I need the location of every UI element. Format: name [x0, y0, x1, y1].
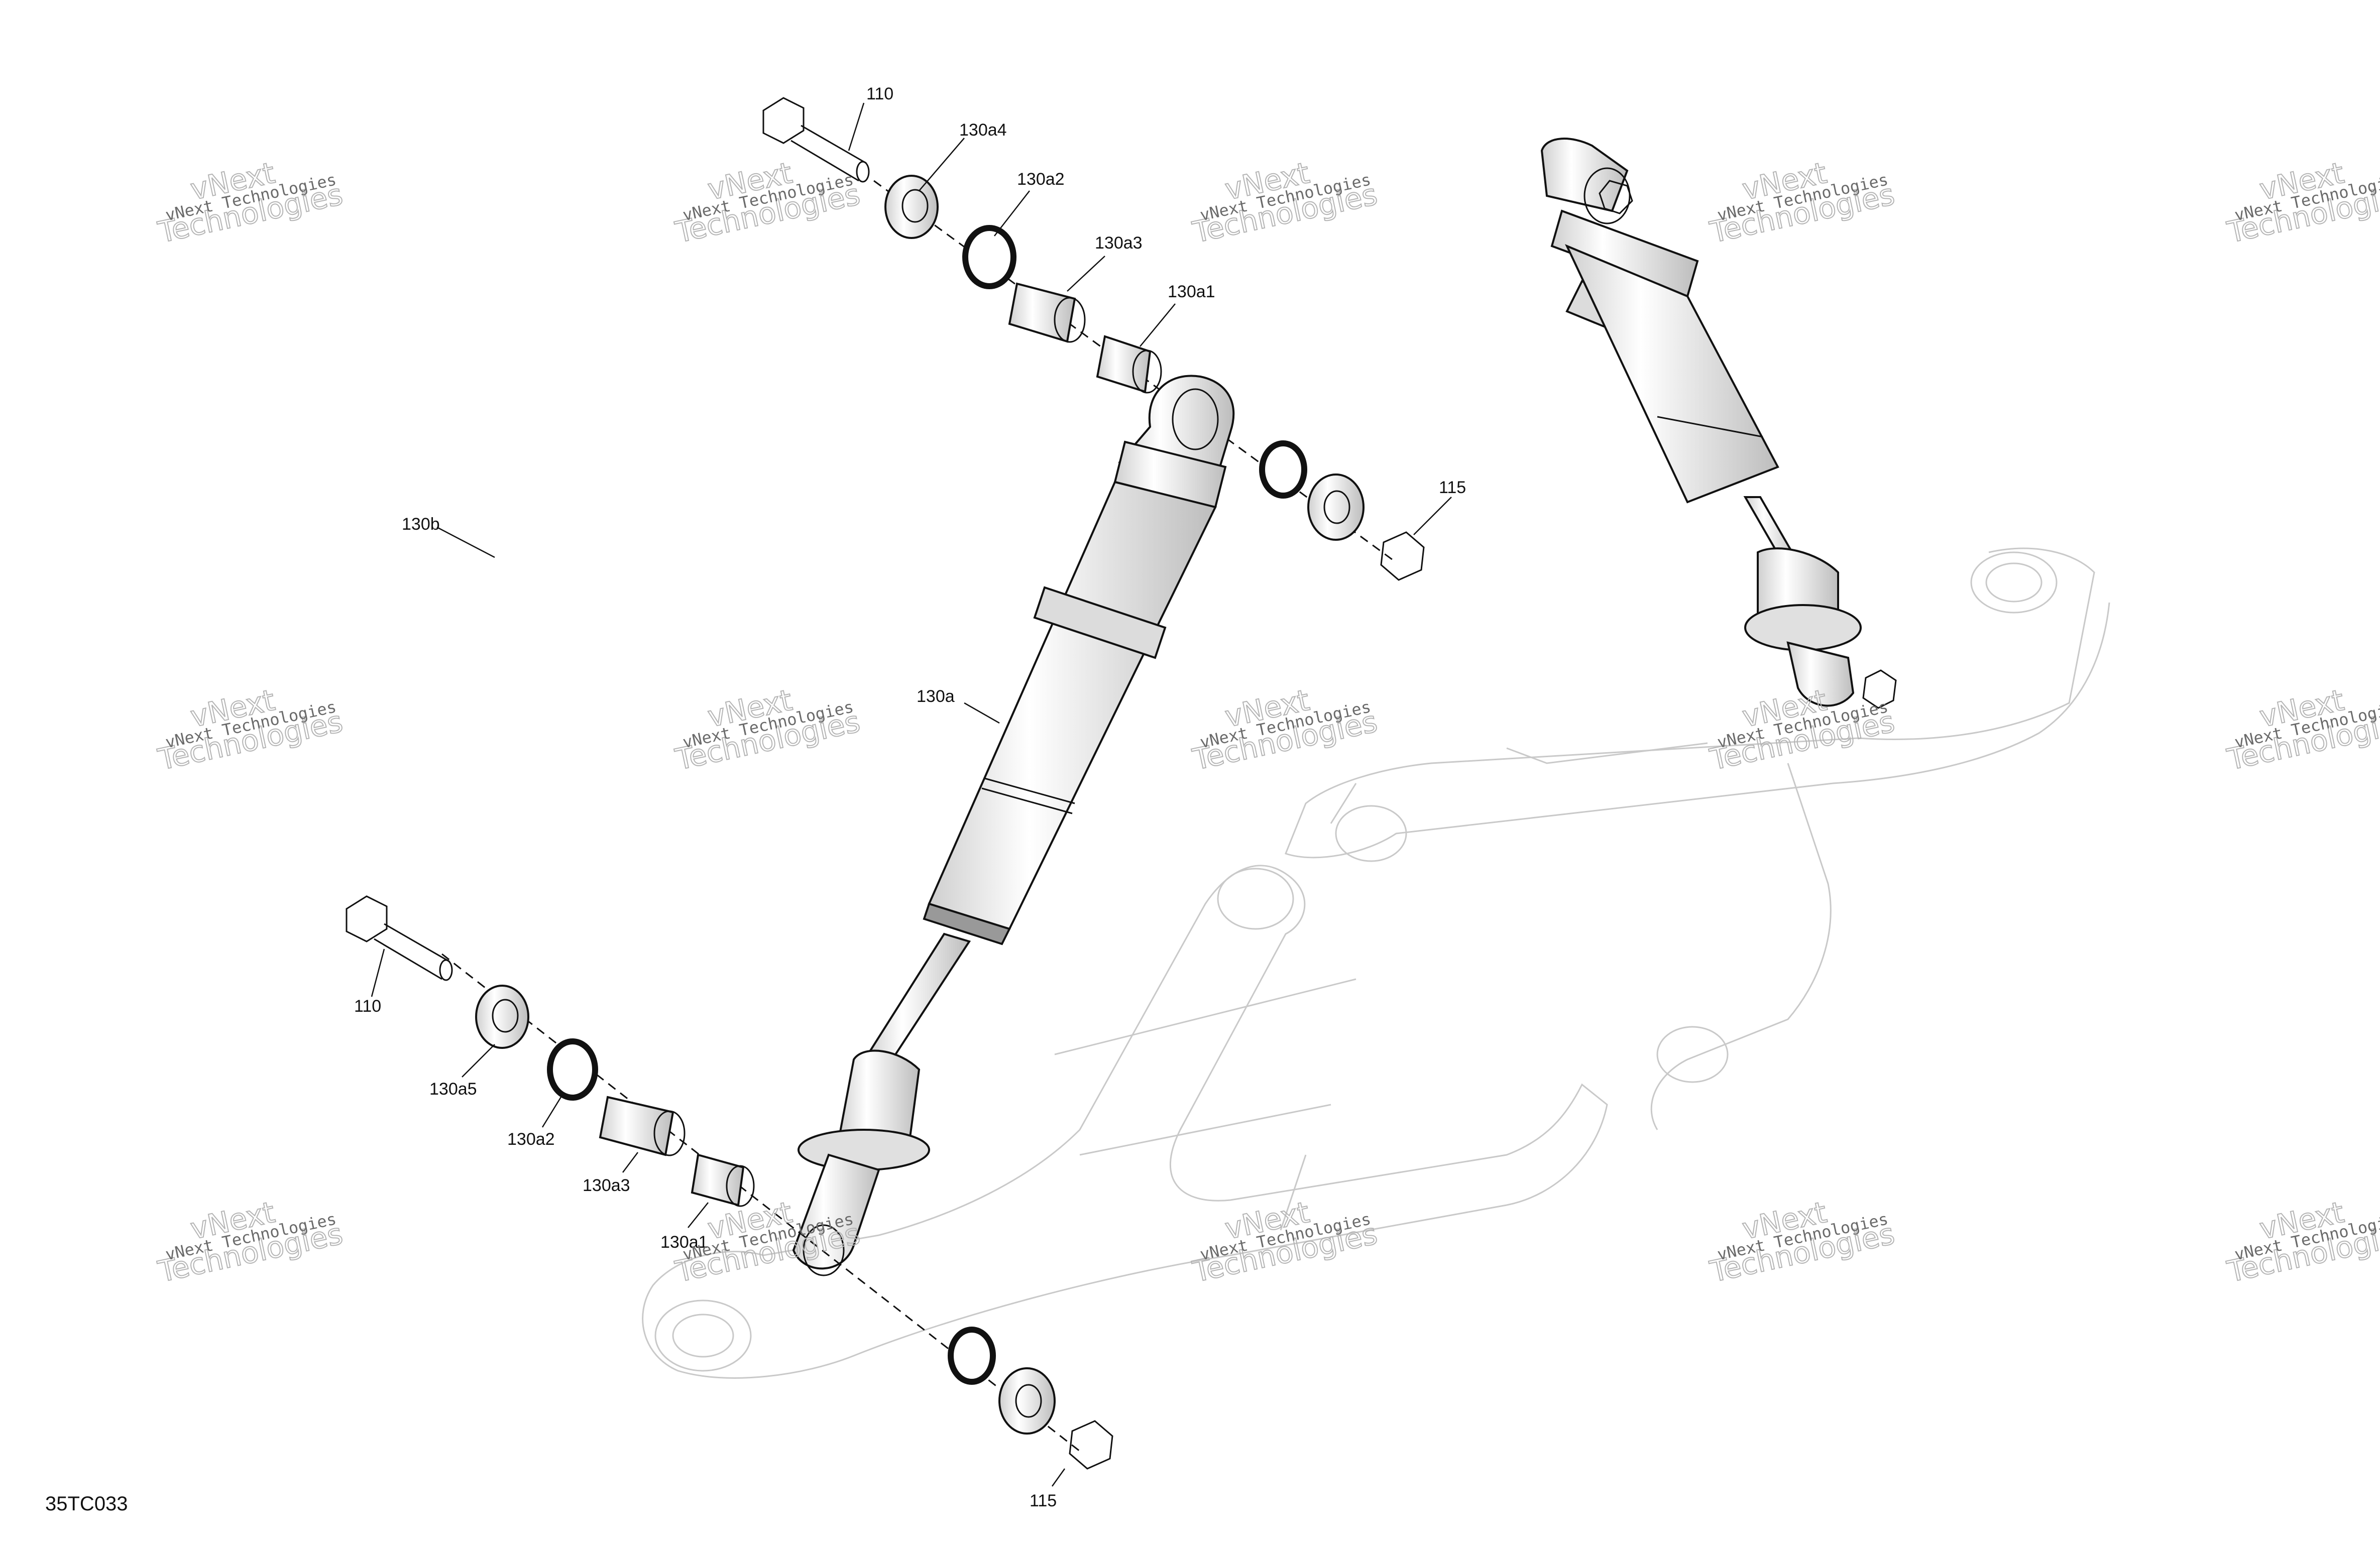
ghost-suspension-arm-lower [642, 865, 1608, 1379]
leader-lines [371, 102, 1452, 1487]
label-shock: 130a [917, 687, 955, 706]
label-spring: 130b [402, 515, 440, 534]
installed-shock-absorber [1540, 138, 1897, 709]
nut-bottom [1069, 1420, 1113, 1470]
coil-spring [458, 313, 721, 786]
label-spacer-bottom: 130a3 [583, 1176, 630, 1195]
washer-top [884, 175, 939, 239]
label-seal-top: 130a2 [1017, 170, 1065, 189]
washer-top-right [1307, 473, 1365, 541]
bolt-top [762, 97, 870, 183]
seal-top-right [1259, 440, 1307, 499]
top-mount-hardware [762, 97, 1425, 581]
label-bushing-bottom: 130a1 [660, 1233, 708, 1252]
label-nut-top: 115 [1439, 478, 1466, 497]
label-bolt-top: 110 [866, 84, 893, 103]
seal-bottom-right [948, 1327, 996, 1385]
nut-top [1380, 531, 1425, 581]
label-bushing-top: 130a1 [1168, 282, 1215, 301]
washer-bottom-right [998, 1367, 1056, 1435]
drawing-number: 35TC033 [45, 1493, 128, 1515]
bushing-bottom [691, 1153, 755, 1207]
callout-labels: 110 130a4 130a2 130a3 130a1 115 130b 130… [354, 84, 1466, 1510]
shock-absorber [792, 375, 1235, 1276]
bottom-mount-hardware [346, 895, 1113, 1470]
label-washer-top: 130a4 [959, 121, 1007, 140]
spacer-top [1008, 282, 1086, 343]
label-bolt-bottom: 110 [354, 997, 381, 1016]
label-spacer-top: 130a3 [1095, 233, 1143, 253]
spacer-bottom [599, 1096, 686, 1156]
bolt-bottom [346, 895, 453, 981]
label-nut-bottom: 115 [1030, 1491, 1057, 1510]
ghost-suspension-arm-upper [1285, 547, 2110, 1130]
label-washer-bottom: 130a5 [429, 1080, 477, 1099]
label-seal-bottom: 130a2 [507, 1130, 555, 1149]
washer-bottom [475, 985, 529, 1049]
seal-bottom [547, 1038, 598, 1101]
seal-top [962, 225, 1016, 289]
bushing-top [1096, 335, 1162, 394]
